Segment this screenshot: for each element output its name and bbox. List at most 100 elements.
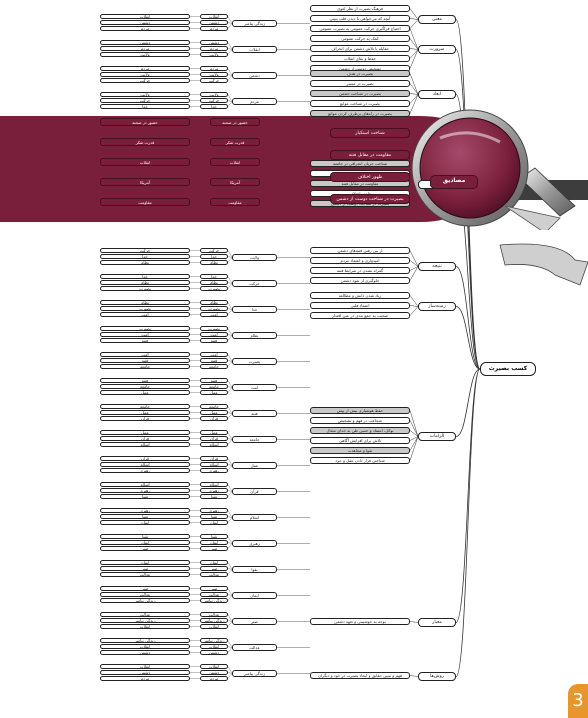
sub-node[interactable]: جامعه [200,364,228,369]
leaf-node[interactable]: خدا [100,254,190,259]
leaf-node[interactable]: صبر [100,586,190,591]
leaf-node[interactable]: مردم [100,26,190,31]
child-node[interactable]: کمک به حرکت عمومی [310,35,410,42]
magnified-node[interactable]: مقاومت در مقابل فتنه [330,150,410,160]
magnified-leaf[interactable]: قدرت تفکر [100,138,190,146]
leaf-node[interactable]: ایمان [100,540,190,545]
sub-node[interactable]: زندگی پیامبر [200,618,228,623]
leaf-node[interactable]: صبر [100,566,190,571]
child-node[interactable]: زیاد شدن دانش و مطالعه [310,292,410,299]
leaf-node[interactable]: ولایت [100,72,190,77]
sub-node[interactable]: ولایت [200,72,228,77]
leaf-node[interactable]: زندگی پیامبر [100,638,190,643]
leaf-node[interactable]: قرآن [100,436,190,441]
leaf-node[interactable]: امت [100,312,190,317]
sub-node[interactable]: انقلاب [200,664,228,669]
group-node[interactable]: زندگی پیامبر [232,670,277,677]
leaf-node[interactable]: عمل [100,410,190,415]
group-node[interactable]: مردم [232,98,277,105]
child-node[interactable]: بصیرت در هدف [310,70,410,77]
child-node[interactable]: بصیرت در شناخت موانع [310,100,410,107]
leaf-node[interactable]: رهبری [100,488,190,493]
magnified-left-node[interactable]: مقاومت [210,198,260,206]
sub-node[interactable]: تقوا [200,534,228,539]
sub-node[interactable]: دشمن [200,650,228,655]
child-node[interactable]: توجه به خوشبینی و تعهد دشمن [310,618,410,625]
group-node[interactable]: صبر [232,618,277,625]
sub-node[interactable]: رهبری [200,508,228,513]
sub-node[interactable]: زندگی پیامبر [200,638,228,643]
child-node[interactable]: اعتماد قلبی [310,302,410,309]
leaf-node[interactable]: حرکت [100,98,190,103]
child-node[interactable]: حفظ و بقای انقلاب [310,55,410,62]
leaf-node[interactable]: بصیرت [100,306,190,311]
branch-node-2[interactable]: ضرورت [418,45,456,54]
leaf-node[interactable]: عدالت [100,572,190,577]
branch-node-9[interactable]: روش‌ها [418,672,456,681]
child-node[interactable]: فهم و تبیین حقایق و ایجاد بصیرت در خود و… [310,672,410,679]
child-node[interactable]: آنچه که می‌خواهی با دیدن قلب ببینی [310,15,410,22]
leaf-node[interactable]: جامعه [100,384,190,389]
sub-node[interactable]: اسلام [200,462,228,467]
leaf-node[interactable]: ولایت [100,92,190,97]
child-node[interactable]: حفظ هوشیاری بیش از پیش [310,407,410,414]
magnified-left-node[interactable]: قدرت تفکر [210,138,260,146]
child-node[interactable]: شجاعت در فهم و تشخیص [310,417,410,424]
group-node[interactable]: رهبری [232,540,277,547]
leaf-node[interactable]: نظام [100,260,190,265]
leaf-node[interactable]: مردم [100,46,190,51]
sub-node[interactable]: فتنه [200,358,228,363]
leaf-node[interactable]: امت [100,332,190,337]
child-node[interactable]: تقوا و مجاهدت [310,447,410,454]
group-node[interactable]: تقوا [232,566,277,573]
leaf-node[interactable]: نظام [100,280,190,285]
sub-node[interactable]: انقلاب [200,14,228,19]
sub-node[interactable]: انقلاب [200,644,228,649]
branch-node-6[interactable]: زمینه‌ساز [418,302,456,311]
root-node[interactable]: کسب بصیرت [480,362,536,376]
group-node[interactable]: ولایت [232,254,277,261]
child-node[interactable]: فرهنگ بصیرت از نظر لغوی [310,5,410,12]
child-node[interactable]: توکل، اعتماد و حسن ظن به خدای متعال [310,427,410,434]
magnified-left-node[interactable]: آمریکا [210,178,260,186]
sub-node[interactable]: امت [200,312,228,317]
child-node[interactable]: تلاش برای افزایش آگاهی [310,437,410,444]
leaf-node[interactable]: دشمن [100,20,190,25]
magnified-leaf[interactable]: حضور در صحنه [100,118,190,126]
group-node[interactable]: امت [232,384,277,391]
leaf-node[interactable]: مردم [100,676,190,681]
sub-node[interactable]: حرکت [200,78,228,83]
child-node[interactable]: از بین رفتن فتنه‌های دشمن [310,247,410,254]
leaf-node[interactable]: قرآن [100,456,190,461]
sub-node[interactable]: بصیرت [200,286,228,291]
sub-node[interactable]: صبر [200,586,228,591]
group-node[interactable]: فتنه [232,410,277,417]
sub-node[interactable]: فتنه [200,338,228,343]
sub-node[interactable]: عمل [200,410,228,415]
sub-node[interactable]: فتنه [200,378,228,383]
group-node[interactable]: اسلام [232,514,277,521]
sub-node[interactable]: انقلاب [200,624,228,629]
sub-node[interactable]: دشمن [200,40,228,45]
leaf-node[interactable]: ایمان [100,560,190,565]
leaf-node[interactable]: انقلاب [100,664,190,669]
branch-node-8[interactable]: معیار [418,618,456,627]
group-node[interactable]: قرآن [232,488,277,495]
magnified-node[interactable]: بصیرت در شناخت دوست از دشمن [330,194,410,204]
leaf-node[interactable]: فتنه [100,378,190,383]
leaf-node[interactable]: قرآن [100,416,190,421]
leaf-node[interactable]: ولایت [100,52,190,57]
sub-node[interactable]: جامعه [200,404,228,409]
group-node[interactable]: حرکت [232,280,277,287]
leaf-node[interactable]: تقوا [100,534,190,539]
leaf-node[interactable]: جامعه [100,404,190,409]
child-node[interactable]: بصیرت در شناخت دشمن [310,90,410,97]
leaf-node[interactable]: اسلام [100,442,190,447]
branch-node-7[interactable]: الزامات [418,432,456,441]
group-node[interactable]: عمل [232,462,277,469]
leaf-node[interactable]: عدالت [100,592,190,597]
sub-node[interactable]: خدا [200,254,228,259]
sub-node[interactable]: نظام [200,260,228,265]
sub-node[interactable]: مردم [200,26,228,31]
group-node[interactable]: زندگی پیامبر [232,20,277,27]
